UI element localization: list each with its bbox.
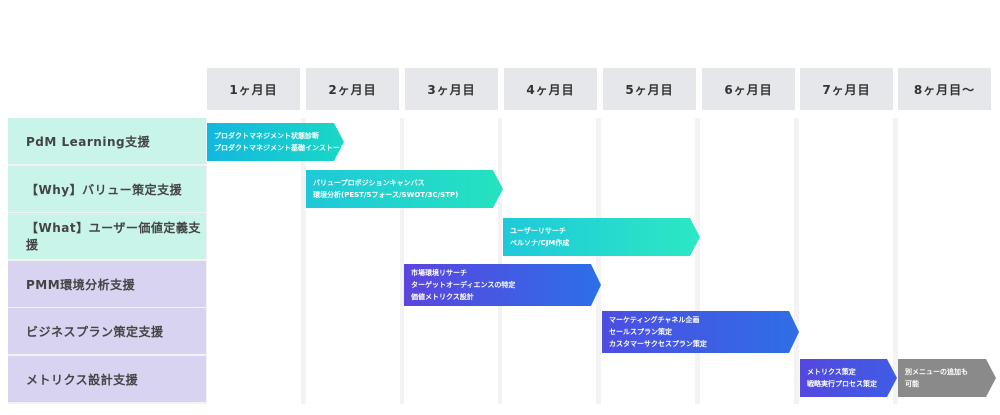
timeline-column-7	[799, 118, 893, 404]
task-bar-metrics-design: メトリクス策定 戦略実行プロセス策定	[800, 359, 897, 397]
task-line: 戦略実行プロセス策定	[807, 380, 877, 388]
task-bar-additional-menu: 別メニューの追加も 可能	[898, 359, 996, 397]
task-bar-business-plan: マーケティングチャネル企画 セールスプラン策定 カスタマーサクセスプラン策定	[602, 311, 799, 353]
month-header-5: 5ヶ月目	[603, 68, 696, 110]
month-header-1: 1ヶ月目	[207, 68, 300, 110]
task-bar-why-value: バリュープロポジションキャンバス 環境分析(PEST/5フォース/SWOT/3C…	[306, 170, 503, 208]
task-line: 可能	[905, 380, 919, 388]
task-line: ターゲットオーディエンスの特定	[411, 281, 516, 289]
task-line: 市場環境リサーチ	[411, 269, 467, 277]
row-label-why-value: 【Why】バリュー策定支援	[8, 166, 206, 212]
month-header-4: 4ヶ月目	[504, 68, 597, 110]
task-line: ユーザーリサーチ	[510, 227, 566, 235]
timeline-column-5	[601, 118, 695, 404]
task-bar-pdm-learning: プロダクトマネジメント状態診断 プロダクトマネジメント基礎インストール	[207, 123, 344, 161]
row-label-metrics-design: メトリクス設計支援	[8, 356, 206, 402]
month-header-7: 7ヶ月目	[800, 68, 893, 110]
task-line: 価値メトリクス設計	[411, 293, 474, 301]
row-label-business-plan: ビジネスプラン策定支援	[8, 308, 206, 354]
task-line: 別メニューの追加も	[905, 368, 968, 376]
timeline-column-2	[306, 118, 400, 404]
task-bar-pmm-environment: 市場環境リサーチ ターゲットオーディエンスの特定 価値メトリクス設計	[404, 264, 601, 306]
month-header-6: 6ヶ月目	[702, 68, 795, 110]
timeline-column-6	[700, 118, 794, 404]
row-label-pmm-environment: PMM環境分析支援	[8, 261, 206, 307]
task-line: プロダクトマネジメント状態診断	[214, 132, 319, 140]
timeline-column-3	[404, 118, 498, 404]
task-line: カスタマーサクセスプラン策定	[609, 340, 707, 348]
task-line: マーケティングチャネル企画	[609, 316, 700, 324]
timeline-column-1	[207, 118, 301, 404]
timeline-column-8	[898, 118, 992, 404]
row-label-pdm-learning: PdM Learning支援	[8, 118, 206, 164]
task-line: メトリクス策定	[807, 368, 856, 376]
month-header-8: 8ヶ月目〜	[898, 68, 991, 110]
month-header-3: 3ヶ月目	[405, 68, 498, 110]
task-line: ペルソナ/CJM作成	[510, 239, 570, 247]
task-bar-what-user-value: ユーザーリサーチ ペルソナ/CJM作成	[503, 218, 700, 256]
month-header-2: 2ヶ月目	[306, 68, 399, 110]
task-line: 環境分析(PEST/5フォース/SWOT/3C/STP)	[313, 191, 459, 199]
task-line: バリュープロポジションキャンバス	[313, 179, 425, 187]
task-line: プロダクトマネジメント基礎インストール	[214, 144, 347, 152]
task-line: セールスプラン策定	[609, 328, 672, 336]
row-label-what-user-value: 【What】ユーザー価値定義支援	[8, 213, 206, 259]
timeline-column-4	[502, 118, 596, 404]
